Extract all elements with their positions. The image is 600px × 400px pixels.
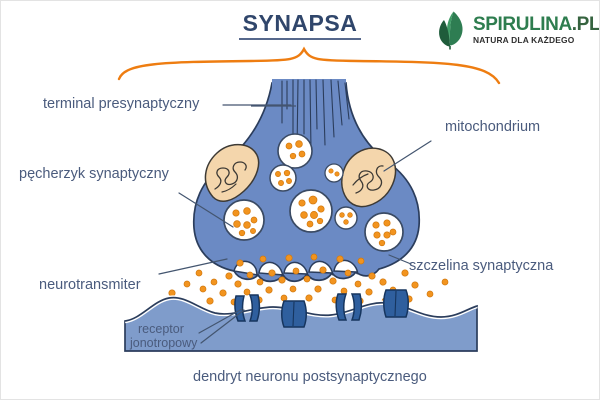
leader-receptor-1 (198, 308, 243, 334)
leader-vesicle (178, 192, 234, 228)
synaptic-vesicle (277, 133, 313, 169)
presynaptic-terminal-brace (117, 46, 501, 85)
synaptic-vesicle (364, 212, 404, 252)
leaf-icon (439, 11, 463, 50)
label-mitochondrium: mitochondrium (445, 119, 541, 135)
leader-receptor-2 (200, 309, 245, 344)
logo-wordmark: SPIRULINA.PL NATURA DLA KAŻDEGO (473, 14, 600, 46)
label-dendryt-postsynaptyczny: dendryt neuronu postsynaptycznego (193, 369, 427, 385)
leader-neurotransmitter (158, 258, 228, 275)
leader-lines (158, 104, 432, 344)
logo-brand-text: SPIRULINA.PL (473, 14, 600, 36)
ionotropic-receptor (335, 293, 363, 321)
label-szczelina-synaptyczna: szczelina synaptyczna (409, 258, 554, 274)
logo-tld: .PL (571, 14, 600, 36)
synaptic-vesicle (334, 206, 358, 230)
label-terminal-presynaptyczny: terminal presynaptyczny (43, 96, 200, 112)
ionotropic-receptor (383, 289, 409, 318)
neurotransmitter-dots (168, 253, 449, 306)
brand-logo[interactable]: SPIRULINA.PL NATURA DLA KAŻDEGO (433, 10, 600, 50)
synaptic-vesicles (223, 133, 404, 252)
ionotropic-receptor (281, 300, 307, 328)
mitochondrion-left (204, 143, 260, 202)
mitochondrion-right (341, 147, 397, 208)
label-pecherzyk-synaptyczny: pęcherzyk synaptyczny (19, 166, 169, 182)
label-neurotransmiter: neurotransmiter (39, 277, 141, 293)
ionotropic-receptors (234, 289, 409, 328)
label-receptor-jonotropowy-line2: jonotropowy (130, 336, 198, 350)
presynaptic-neuron (190, 79, 423, 285)
label-receptor-jonotropowy-line1: receptor (138, 322, 184, 336)
leader-mitochondrium (383, 140, 432, 172)
synaptic-vesicle (324, 163, 344, 183)
synaptic-vesicle (289, 189, 333, 233)
synaptic-vesicle (223, 199, 265, 241)
logo-brand: SPIRULINA (473, 14, 572, 36)
microtubules-icon (281, 79, 350, 154)
synaptic-vesicle (269, 164, 297, 192)
logo-tagline: NATURA DLA KAŻDEGO (473, 35, 575, 46)
leader-cleft (388, 254, 412, 265)
